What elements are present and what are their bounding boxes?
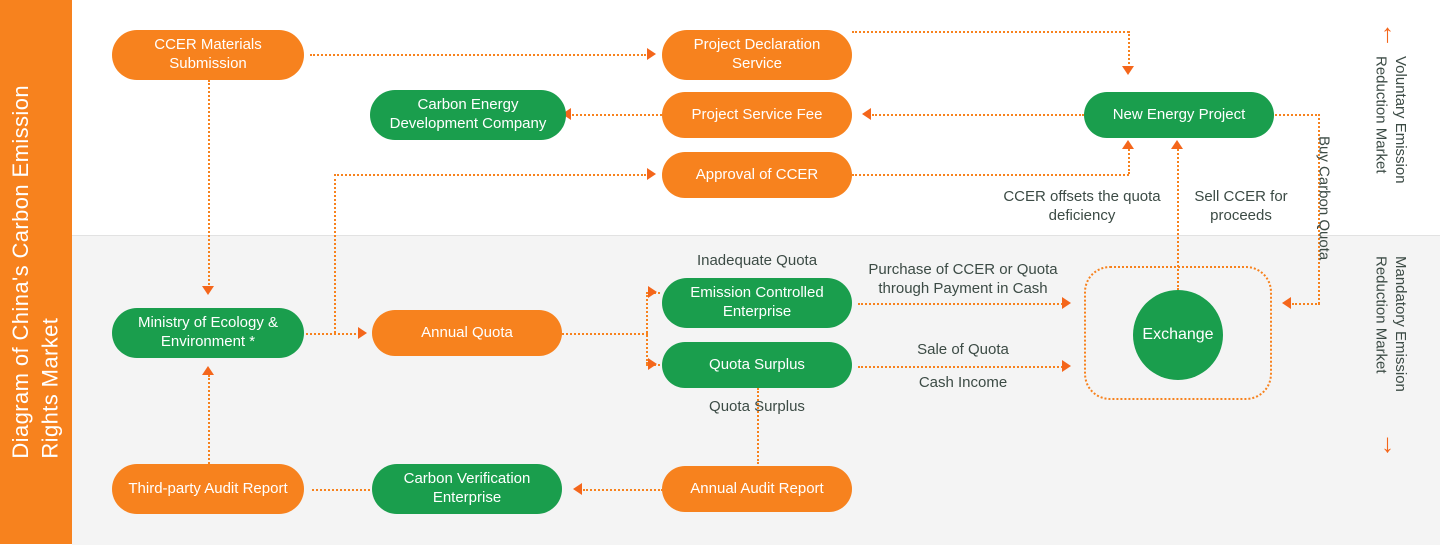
- node-carbon-verification-enterprise-label: Carbon Verification Enterprise: [403, 470, 531, 506]
- node-carbon-verification-enterprise[interactable]: Carbon Verification Enterprise: [372, 464, 562, 514]
- arrow-service-fee-to-carbon-energy: [562, 108, 571, 120]
- node-approval-of-ccer[interactable]: Approval of CCER: [662, 152, 852, 198]
- diagram-title-bar: Diagram of China's Carbon Emission Right…: [0, 0, 72, 544]
- label-cash-income: Cash Income: [918, 374, 1008, 391]
- arrow-ministry-to-approval: [647, 168, 656, 180]
- node-project-declaration-service-label: Project Declaration Service: [693, 36, 821, 72]
- mandatory-market-arrow-icon: ↓: [1381, 428, 1394, 458]
- edge-declaration-to-new-energy-h: [852, 31, 1129, 33]
- arrow-buy-carbon-quota: [1282, 297, 1291, 309]
- node-approval-of-ccer-label: Approval of CCER: [695, 165, 819, 183]
- node-carbon-energy-development-company-label: Carbon Energy Development Company: [389, 96, 547, 132]
- edge-new-energy-to-service-fee: [872, 114, 1084, 116]
- arrow-purchase-to-exchange: [1062, 297, 1071, 309]
- arrow-declaration-to-new-energy: [1122, 66, 1134, 75]
- arrow-branch-to-emission-enterprise: [648, 286, 657, 298]
- arrow-audit-report-to-verification: [573, 483, 582, 495]
- edge-purchase-to-exchange: [858, 303, 1063, 305]
- edge-audit-report-to-verification: [583, 489, 663, 491]
- node-quota-surplus[interactable]: Quota Surplus: [662, 342, 852, 388]
- node-annual-quota-label: Annual Quota: [421, 323, 513, 341]
- label-inadequate-quota: Inadequate Quota: [696, 252, 818, 269]
- edge-submission-to-declaration: [310, 54, 646, 56]
- node-new-energy-project[interactable]: New Energy Project: [1084, 92, 1274, 138]
- node-annual-audit-report-label: Annual Audit Report: [690, 479, 824, 497]
- edge-quota-surplus-to-audit-report: [757, 388, 759, 464]
- node-ccer-materials-submission-label: CCER Materials Submission: [154, 36, 262, 72]
- label-mandatory-emission-reduction-market: Mandatory Emission Reduction Market: [1372, 256, 1410, 392]
- label-quota-surplus-lower: Quota Surplus: [709, 398, 805, 415]
- arrow-submission-to-ministry: [202, 286, 214, 295]
- edge-ministry-to-annual-quota: [306, 333, 360, 335]
- label-voluntary-emission-reduction-market: Voluntary Emission Reduction Market: [1372, 56, 1410, 184]
- node-exchange-label: Exchange: [1142, 326, 1214, 343]
- node-carbon-energy-development-company[interactable]: Carbon Energy Development Company: [370, 90, 566, 140]
- arrow-new-energy-to-service-fee: [862, 108, 871, 120]
- edge-annual-quota-branch-v: [646, 292, 648, 364]
- node-exchange[interactable]: Exchange: [1133, 290, 1223, 380]
- arrow-submission-to-declaration: [647, 48, 656, 60]
- node-project-service-fee[interactable]: Project Service Fee: [662, 92, 852, 138]
- edge-ccer-offsets-v: [1177, 146, 1179, 290]
- edge-sale-to-exchange: [858, 366, 1063, 368]
- label-ccer-offsets-quota-deficiency: CCER offsets the quota deficiency: [1003, 188, 1161, 224]
- node-project-service-fee-label: Project Service Fee: [691, 105, 823, 123]
- node-annual-quota[interactable]: Annual Quota: [372, 310, 562, 356]
- label-sell-ccer-for-proceeds: Sell CCER for proceeds: [1194, 188, 1288, 224]
- node-quota-surplus-label: Quota Surplus: [709, 355, 805, 373]
- edge-submission-to-ministry: [208, 80, 210, 288]
- arrow-third-party-to-ministry: [202, 366, 214, 375]
- edge-declaration-to-new-energy-v: [1128, 31, 1130, 68]
- label-sale-of-quota: Sale of Quota: [917, 341, 1009, 358]
- label-buy-carbon-quota: Buy Carbon Quota: [1315, 136, 1333, 261]
- arrow-ministry-to-annual-quota: [358, 327, 367, 339]
- edge-buy-carbon-quota-h1: [1272, 114, 1320, 116]
- edge-verification-to-third-party: [312, 489, 370, 491]
- edge-buy-carbon-quota-h2: [1292, 303, 1320, 305]
- node-new-energy-project-label: New Energy Project: [1112, 105, 1246, 123]
- arrow-approval-to-new-energy: [1122, 140, 1134, 149]
- arrow-sale-to-exchange: [1062, 360, 1071, 372]
- arrow-ccer-offsets: [1171, 140, 1183, 149]
- node-annual-audit-report[interactable]: Annual Audit Report: [662, 466, 852, 512]
- edge-approval-to-new-energy-h: [852, 174, 1129, 176]
- edge-service-fee-to-carbon-energy: [572, 114, 662, 116]
- edge-third-party-to-ministry: [208, 375, 210, 464]
- arrow-branch-to-quota-surplus: [648, 358, 657, 370]
- edge-buy-carbon-quota-v: [1318, 114, 1320, 304]
- node-ministry-of-ecology-environment-label: Ministry of Ecology & Environment *: [137, 314, 279, 350]
- edge-ministry-to-approval-v: [334, 174, 336, 333]
- edge-approval-to-new-energy-v: [1128, 146, 1130, 174]
- node-emission-controlled-enterprise[interactable]: Emission Controlled Enterprise: [662, 278, 852, 328]
- node-third-party-audit-report-label: Third-party Audit Report: [128, 479, 288, 497]
- node-ministry-of-ecology-environment[interactable]: Ministry of Ecology & Environment *: [112, 308, 304, 358]
- edge-ministry-to-approval-h: [334, 174, 646, 176]
- page-title: Diagram of China's Carbon Emission Right…: [8, 85, 63, 459]
- node-emission-controlled-enterprise-label: Emission Controlled Enterprise: [690, 284, 824, 320]
- node-third-party-audit-report[interactable]: Third-party Audit Report: [112, 464, 304, 514]
- edge-annual-quota-branch-h: [562, 333, 648, 335]
- voluntary-market-arrow-icon: ↑: [1381, 18, 1394, 48]
- exchange-group-box: [1084, 266, 1272, 400]
- node-ccer-materials-submission[interactable]: CCER Materials Submission: [112, 30, 304, 80]
- node-project-declaration-service[interactable]: Project Declaration Service: [662, 30, 852, 80]
- label-purchase-ccer-or-quota: Purchase of CCER or Quota through Paymen…: [868, 261, 1058, 297]
